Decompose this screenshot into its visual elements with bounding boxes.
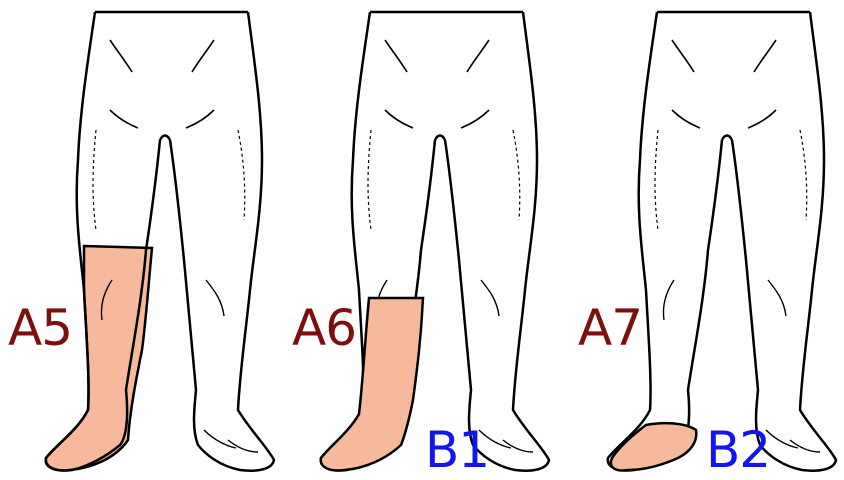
code-label-b2: B2 [706, 425, 770, 475]
code-label-a7: A7 [578, 303, 642, 353]
figure-a5 [0, 0, 281, 480]
legs-drawing-a5 [0, 0, 281, 480]
shaded-region-a5 [46, 246, 152, 471]
code-label-a6: A6 [292, 303, 356, 353]
shaded-region-a7 [611, 423, 696, 470]
code-label-b1: B1 [425, 425, 489, 475]
legs-drawing-a7 [562, 0, 843, 480]
legs-drawing-a6 [281, 0, 562, 480]
figure-a7 [562, 0, 843, 480]
code-label-a5: A5 [8, 303, 72, 353]
figure-a6 [281, 0, 562, 480]
